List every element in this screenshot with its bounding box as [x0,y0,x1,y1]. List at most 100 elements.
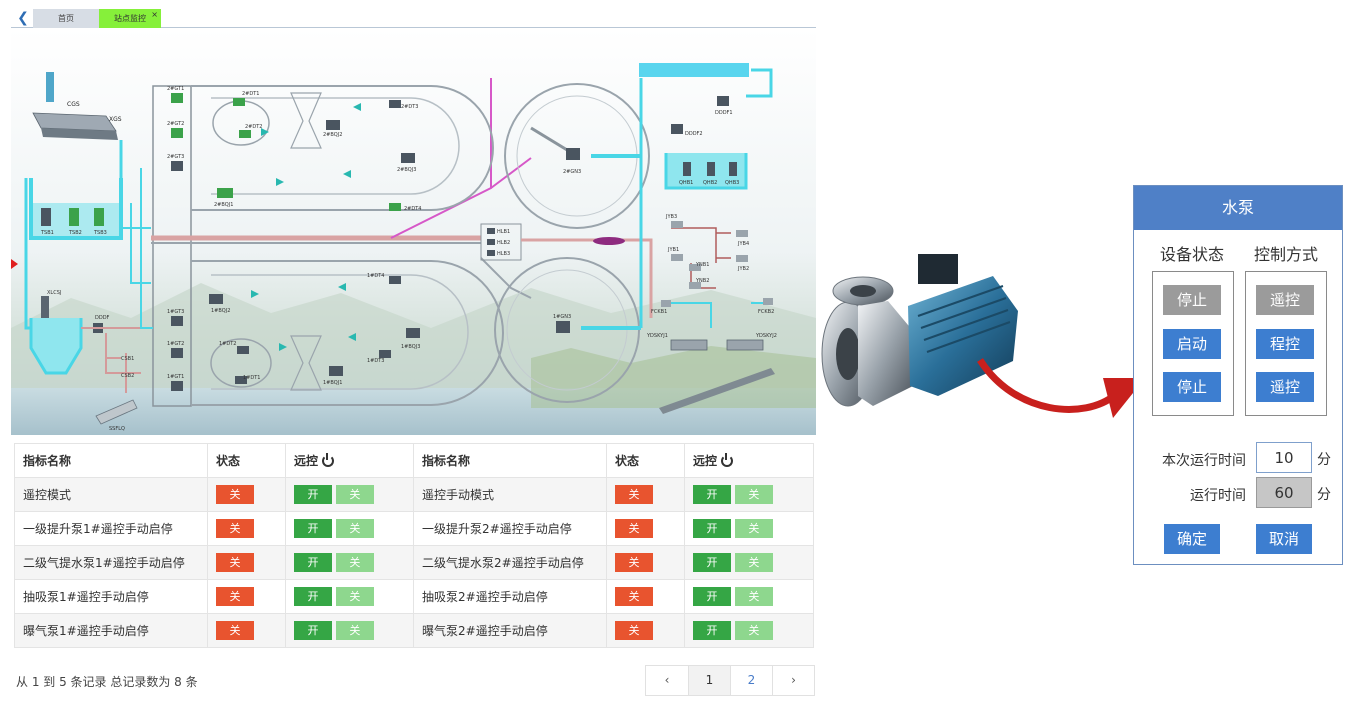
on-button[interactable]: 开 [693,485,731,504]
bqj2-1-mixer[interactable] [209,294,223,304]
state-cell-right: 关 [606,613,685,648]
qhb2-pump[interactable] [707,162,715,176]
close-icon[interactable]: × [151,10,158,19]
gt3-1-gate[interactable] [171,316,183,326]
confirm-button[interactable]: 确定 [1164,524,1220,554]
ssflq-separator[interactable] [95,399,138,425]
bqj1-1-mixer[interactable] [329,366,343,376]
clarifier-2: 2#GN3 [504,83,650,229]
remote-control-button[interactable]: 遥控 [1256,372,1314,402]
gt2-1-gate[interactable] [171,348,183,358]
process-diagram-svg: CGS XGS TSB1 TSB2 TSB3 XLCSJ [11,28,816,435]
jyb4-pump[interactable] [736,230,748,237]
return-pump-box [480,223,522,261]
qhb3-pump[interactable] [729,162,737,176]
flowmeter[interactable] [593,237,625,245]
off-button[interactable]: 关 [335,519,374,538]
current-run-time-input[interactable]: 10 [1256,442,1312,473]
on-button[interactable]: 开 [294,519,332,538]
off-button[interactable]: 关 [335,587,374,606]
bqj1-2-mixer[interactable] [217,188,233,198]
gn3-2-drive[interactable] [566,148,580,160]
tsb2-pump[interactable] [69,208,79,226]
pump-outlet-bore [850,285,876,297]
hlb3-pump[interactable] [487,250,495,256]
dddf1-valve[interactable] [717,96,729,106]
start-button[interactable]: 启动 [1163,329,1221,359]
jyb1-pump[interactable] [671,254,683,261]
on-button[interactable]: 开 [294,485,332,504]
device-state-group: 停止 启动 停止 [1152,271,1234,416]
next-page-button[interactable]: › [772,666,814,695]
on-button[interactable]: 开 [693,553,731,572]
off-button[interactable]: 关 [734,553,773,572]
ydskyj2-press[interactable] [726,339,764,351]
ynb2-pump[interactable] [689,282,701,289]
gt3-2-gate[interactable] [171,161,183,171]
tsb3-pump[interactable] [94,208,104,226]
ditch-2-hourglass [290,92,322,149]
ydskyj1-press[interactable] [670,339,708,351]
dt4-2-aerator[interactable] [389,203,401,211]
off-button[interactable]: 关 [335,485,374,504]
off-button[interactable]: 关 [335,553,374,572]
jyb3-pump[interactable] [671,221,683,228]
cancel-button[interactable]: 取消 [1256,524,1312,554]
stop-button[interactable]: 停止 [1163,372,1221,402]
off-button[interactable]: 关 [734,485,773,504]
dt3-2-aerator[interactable] [389,100,401,108]
on-button[interactable]: 开 [693,519,731,538]
ynb1-pump[interactable] [689,264,701,271]
on-button[interactable]: 开 [294,621,332,640]
bqj3-1-mixer[interactable] [406,328,420,338]
tab-site-monitor[interactable]: 站点监控 × [99,9,161,28]
program-control-button[interactable]: 程控 [1256,329,1314,359]
bqj2-2-mixer[interactable] [326,120,340,130]
state-cell: 关 [207,579,286,614]
back-arrow-icon[interactable]: ❮ [17,10,29,26]
gt1-2-gate[interactable] [171,93,183,103]
page-button-1[interactable]: 1 [688,666,730,695]
uv-channel[interactable] [639,63,749,77]
dt4-1-aerator[interactable] [389,276,401,284]
on-button[interactable]: 开 [693,621,731,640]
side-marker-icon[interactable] [11,259,18,269]
pump-volute [858,301,913,406]
gt1-2-label: 2#GT1 [167,86,184,92]
panel-title: 水泵 [1134,186,1342,230]
prev-page-button[interactable]: ‹ [646,666,688,695]
fckb1-pump[interactable] [661,300,671,307]
dddf2-valve[interactable] [671,124,683,134]
on-button[interactable]: 开 [693,587,731,606]
dt1-1-aerator[interactable] [235,376,247,384]
qhb1-pump[interactable] [683,162,691,176]
gt1-1-gate[interactable] [171,381,183,391]
on-button[interactable]: 开 [294,587,332,606]
jyb2-pump[interactable] [736,255,748,262]
page-button-2[interactable]: 2 [730,666,772,695]
flow-arrow-icon [348,333,356,341]
hlb2-pump[interactable] [487,239,495,245]
off-button[interactable]: 关 [734,519,773,538]
on-button[interactable]: 开 [294,553,332,572]
off-button[interactable]: 关 [734,621,773,640]
bqj3-2-mixer[interactable] [401,153,415,163]
dt1-2-aerator[interactable] [233,98,245,106]
off-button[interactable]: 关 [335,621,374,640]
metric-name: 遥控模式 [14,477,208,512]
dt2-2-aerator[interactable] [239,130,251,138]
hlb1-pump[interactable] [487,228,495,234]
tab-home[interactable]: 首页 [33,9,99,28]
fckb2-pump[interactable] [763,298,773,305]
screw-conveyor[interactable] [659,368,775,414]
table-row: 曝气泵1#遥控手动启停关开 关曝气泵2#遥控手动启停关开 关 [14,613,814,648]
gt2-2-gate[interactable] [171,128,183,138]
dt1-1-label: 1#DT1 [243,375,260,381]
gn3-1-drive[interactable] [556,321,570,333]
tsb1-pump[interactable] [41,208,51,226]
dt3-1-aerator[interactable] [379,350,391,358]
off-button[interactable]: 关 [734,587,773,606]
xlcsj-motor[interactable] [41,296,49,318]
clarifier-2-outer [504,83,650,229]
dt2-1-aerator[interactable] [237,346,249,354]
